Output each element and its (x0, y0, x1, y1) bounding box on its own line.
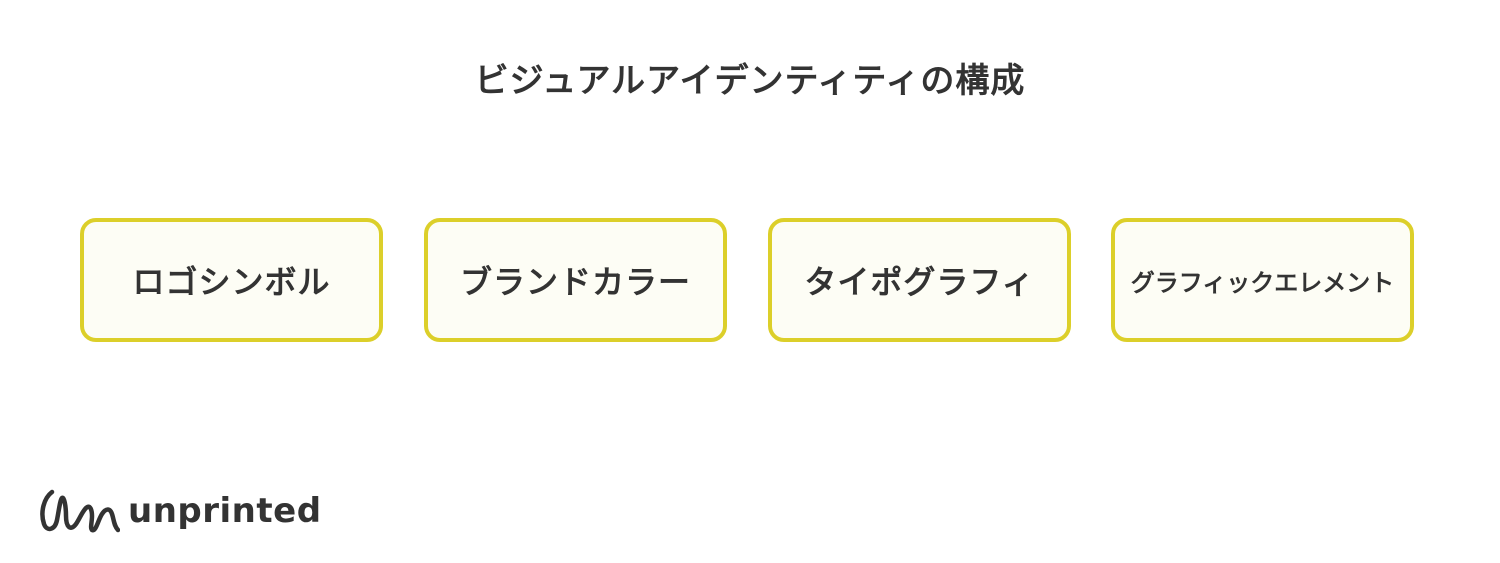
brand-wordmark: unprinted (128, 491, 322, 531)
element-label: ロゴシンボル (132, 263, 331, 301)
element-box-graphic-element: グラフィックエレメント (1111, 218, 1414, 342)
brand-logo: unprinted (38, 486, 322, 536)
element-label: ブランドカラー (459, 263, 691, 301)
element-box-brand-color: ブランドカラー (424, 218, 727, 342)
element-box-typography: タイポグラフィ (768, 218, 1071, 342)
element-label: グラフィックエレメント (1130, 268, 1395, 297)
diagram-title: ビジュアルアイデンティティの構成 (474, 61, 1026, 101)
element-label: タイポグラフィ (804, 263, 1035, 301)
unprinted-logo-icon (40, 489, 120, 533)
element-box-logo-symbol: ロゴシンボル (80, 218, 383, 342)
